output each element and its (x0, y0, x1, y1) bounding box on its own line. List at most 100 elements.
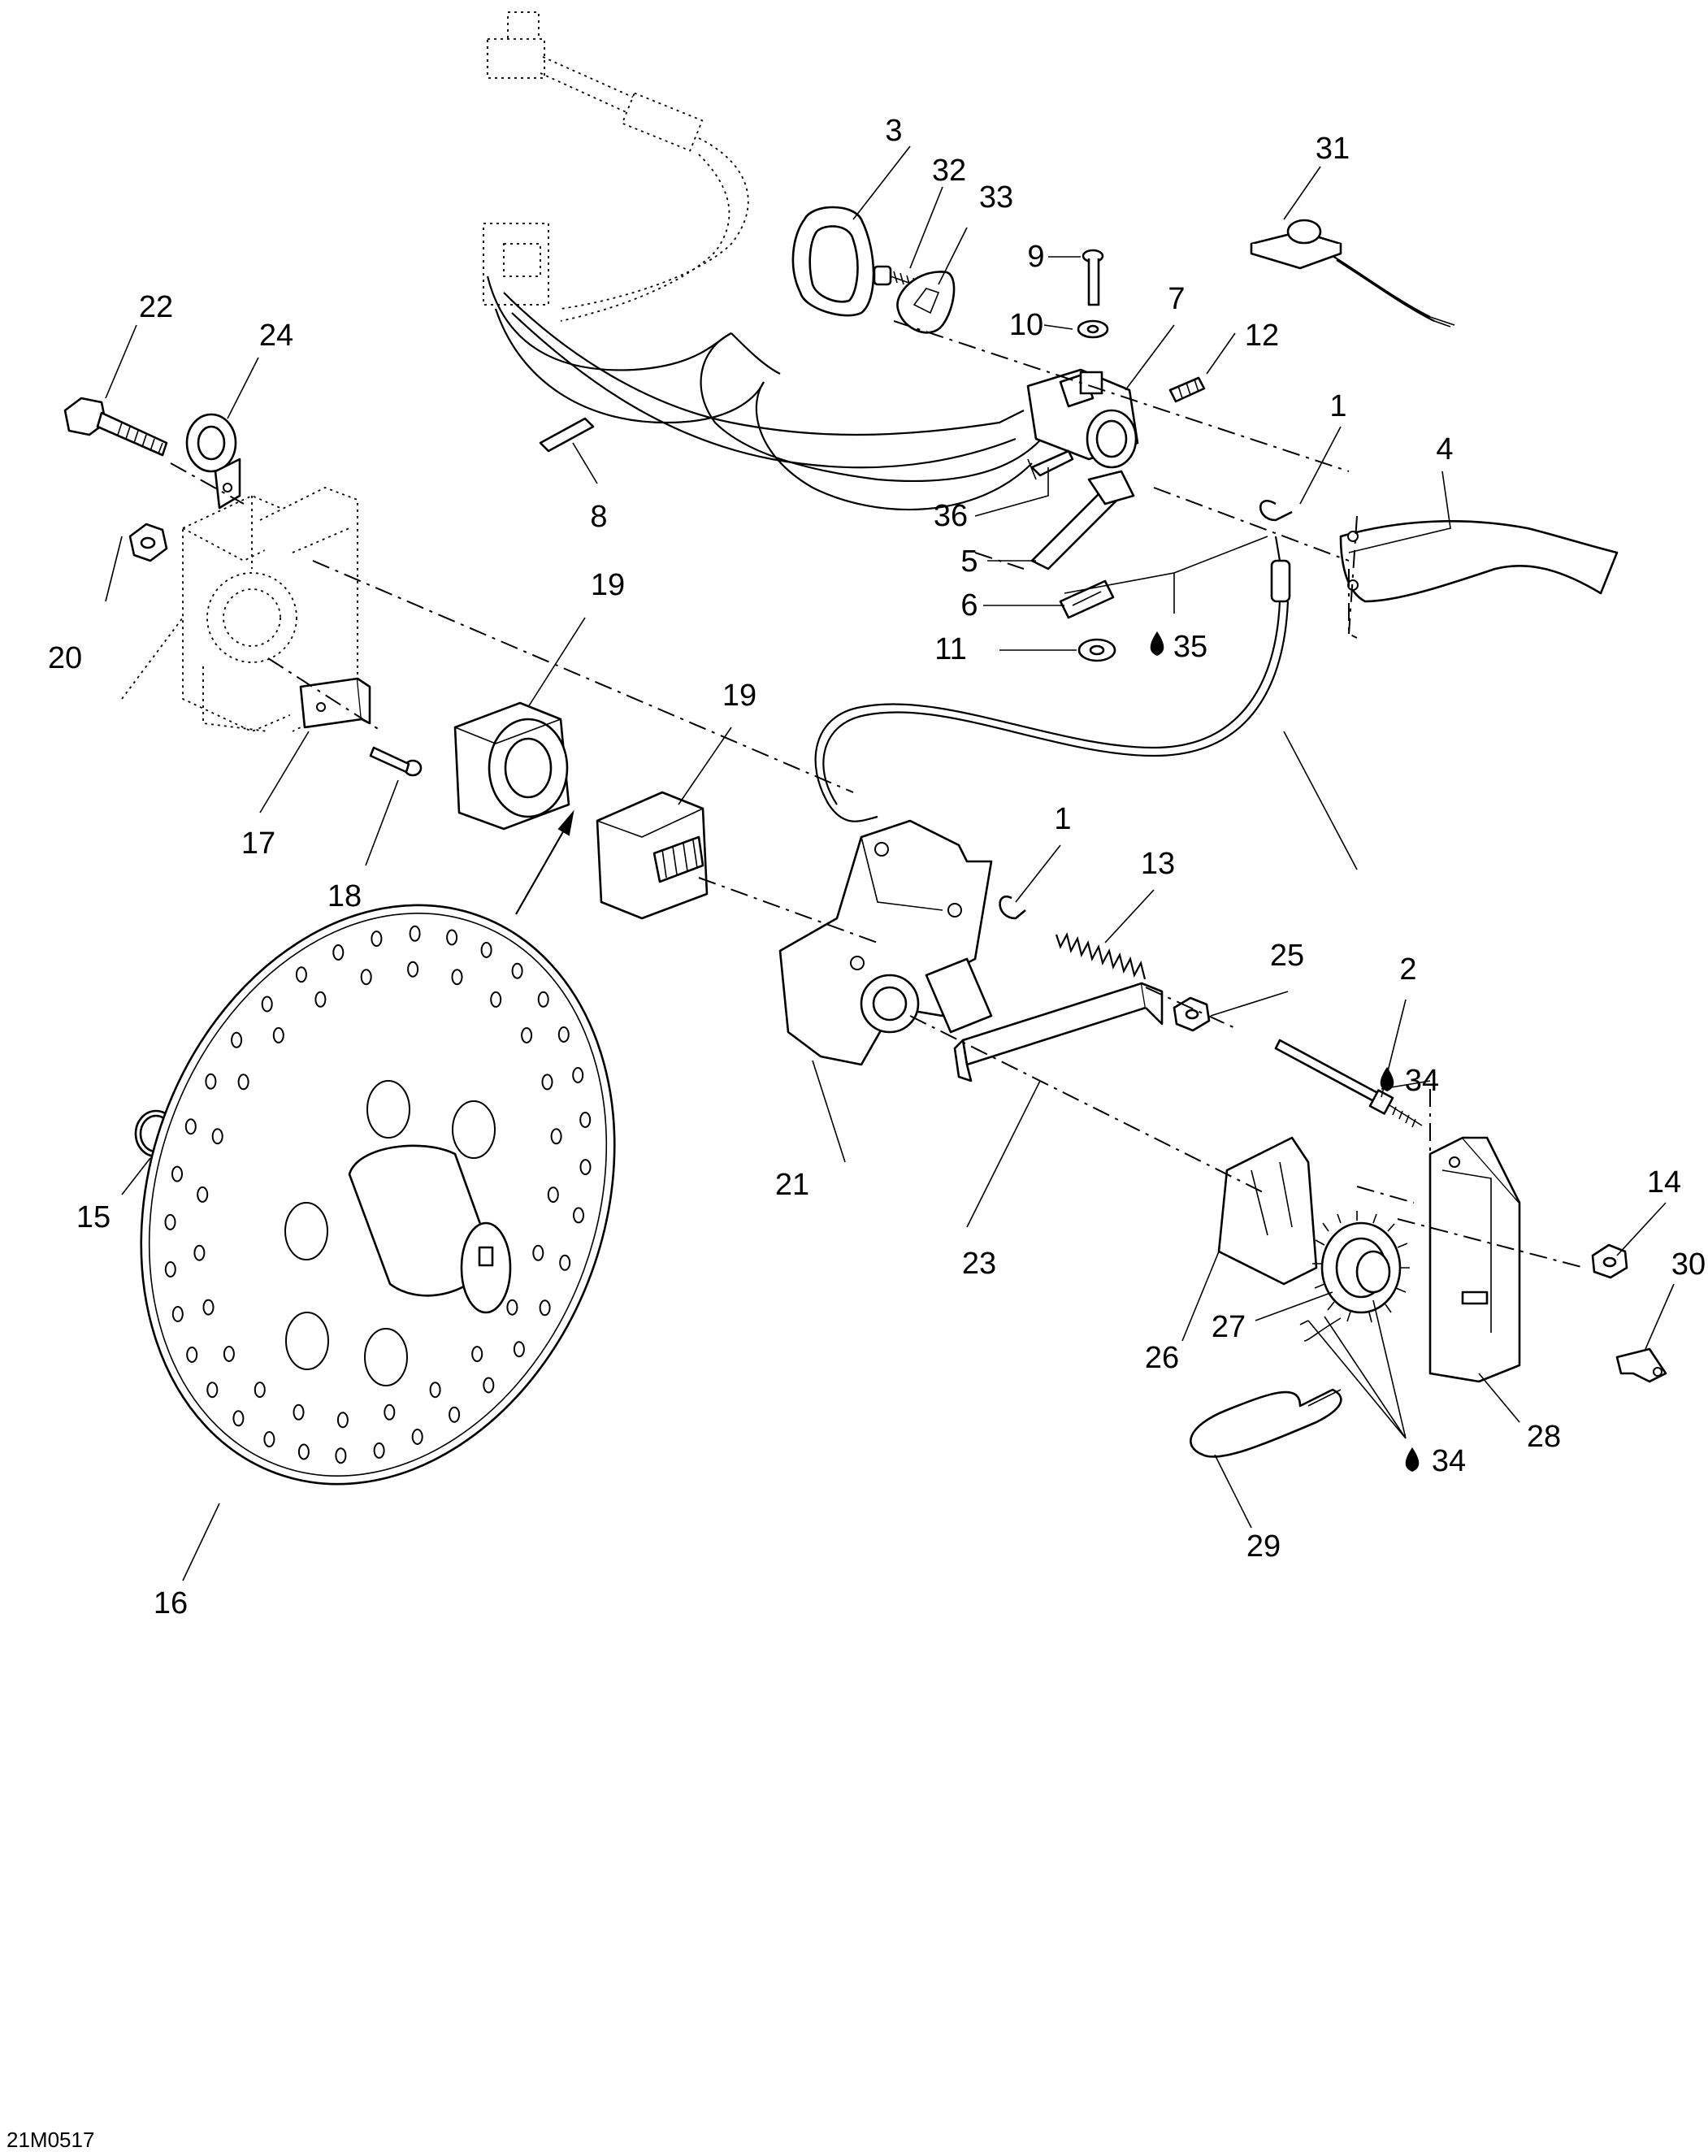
disc-vent-hole (360, 969, 372, 986)
callout-26: 26 (1145, 1341, 1179, 1375)
callout-4: 4 (1436, 432, 1453, 466)
callout-34-lower: 34 (1432, 1444, 1466, 1478)
callout-31: 31 (1316, 132, 1350, 166)
disc-vent-hole (197, 1186, 209, 1203)
callout-28: 28 (1527, 1420, 1561, 1454)
callout-1-lower: 1 (1054, 802, 1071, 836)
disc-vent-hole (202, 1299, 215, 1316)
pin-9 (1082, 249, 1104, 306)
disc-vent-hole (171, 1165, 183, 1182)
brake-pad-b (596, 791, 709, 920)
bolt-22 (63, 397, 168, 457)
lock-washer-11 (1077, 638, 1116, 662)
callout-20: 20 (48, 641, 82, 675)
gear-27 (1312, 1211, 1410, 1323)
disc-vent-hole (184, 1118, 197, 1135)
lever-5 (1030, 470, 1135, 570)
disc-vent-hole (539, 1299, 551, 1317)
washer-10 (1077, 319, 1109, 339)
disc-vent-hole (332, 944, 345, 961)
set-screw-12 (1168, 376, 1206, 403)
disc-vent-hole (186, 1347, 198, 1363)
disc-vent-hole (409, 925, 421, 942)
nut-14 (1591, 1243, 1628, 1279)
disc-vent-hole (206, 1382, 219, 1399)
disc-vent-hole (263, 1431, 275, 1447)
disc-vent-hole (297, 1443, 310, 1460)
disc-vent-hole (231, 1031, 243, 1048)
disc-vent-hole (295, 966, 307, 983)
disc-vent-hole (490, 991, 502, 1008)
callouts: 3 32 33 31 9 10 7 12 22 24 1 4 8 36 5 6 … (7, 114, 1706, 2152)
disc-vent-hole (449, 1406, 461, 1423)
throttle-lever-4 (1339, 519, 1619, 603)
disc-vent-hole (521, 1027, 533, 1043)
callout-5: 5 (960, 544, 978, 579)
callout-8: 8 (590, 500, 607, 534)
callout-25: 25 (1270, 939, 1304, 973)
callout-6: 6 (960, 588, 978, 623)
callout-2: 2 (1399, 952, 1416, 987)
bracket-17 (299, 677, 371, 729)
disc-vent-hole (559, 1254, 571, 1271)
brake-disc-16 (140, 904, 616, 1486)
callout-15: 15 (76, 1200, 111, 1234)
disc-vent-hole (164, 1213, 176, 1230)
e-clip-lower (999, 895, 1026, 920)
disc-vent-hole (237, 1074, 249, 1091)
disc-vent-hole (193, 1244, 206, 1261)
disc-vent-hole (335, 1447, 347, 1464)
callout-14: 14 (1647, 1165, 1681, 1199)
callout-32: 32 (932, 154, 966, 188)
callout-23: 23 (962, 1247, 996, 1281)
plate-33 (896, 271, 956, 334)
disc-vent-hole (446, 929, 458, 946)
disc-vent-hole (407, 961, 419, 978)
callout-16: 16 (154, 1586, 188, 1620)
callout-34-upper: 34 (1405, 1064, 1439, 1098)
callout-33: 33 (979, 180, 1013, 215)
disc-vent-hole (579, 1112, 592, 1128)
throttle-housing (1026, 368, 1139, 469)
disc-vent-hole (506, 1299, 518, 1316)
disc-vent-hole (557, 1026, 570, 1043)
cotter-pin-29 (1190, 1388, 1342, 1458)
e-clip-upper (1259, 500, 1293, 522)
oil-drop-icon (1380, 1067, 1394, 1091)
disc-vent-hole (261, 996, 273, 1013)
disc-vent-hole (336, 1412, 349, 1429)
callout-21: 21 (775, 1168, 809, 1202)
disc-vent-hole (537, 991, 549, 1008)
mounting-bracket (121, 487, 358, 732)
bushing-24 (185, 413, 241, 510)
callout-7: 7 (1168, 282, 1185, 316)
callout-35: 35 (1173, 630, 1207, 664)
disc-vent-hole (211, 1128, 223, 1145)
callout-36: 36 (934, 499, 968, 533)
disc-vent-hole (483, 1377, 495, 1394)
disc-vent-hole (373, 1442, 385, 1459)
disc-vent-hole (572, 1067, 584, 1083)
callout-24: 24 (259, 319, 293, 353)
spring-clip-6 (1059, 579, 1115, 619)
switch-31 (1250, 219, 1455, 328)
callout-17: 17 (241, 826, 275, 861)
disc-vent-hole (293, 1403, 305, 1421)
callout-12: 12 (1245, 319, 1279, 353)
disc-vent-hole (579, 1159, 592, 1176)
disc-vent-hole (471, 1346, 483, 1363)
disc-vent-hole (254, 1382, 266, 1399)
disc-vent-hole (573, 1207, 584, 1224)
callout-18: 18 (327, 879, 362, 913)
plate-23 (953, 982, 1164, 1082)
callout-29: 29 (1246, 1529, 1281, 1564)
oil-drop-icon (1150, 631, 1164, 656)
callout-3: 3 (885, 114, 902, 148)
shaft-bolt (1274, 1039, 1423, 1128)
disc-vent-hole (272, 1026, 284, 1043)
disc-vent-hole (232, 1410, 245, 1427)
callout-22: 22 (139, 290, 173, 324)
callout-19a: 19 (591, 568, 625, 602)
grip-end (791, 206, 875, 317)
